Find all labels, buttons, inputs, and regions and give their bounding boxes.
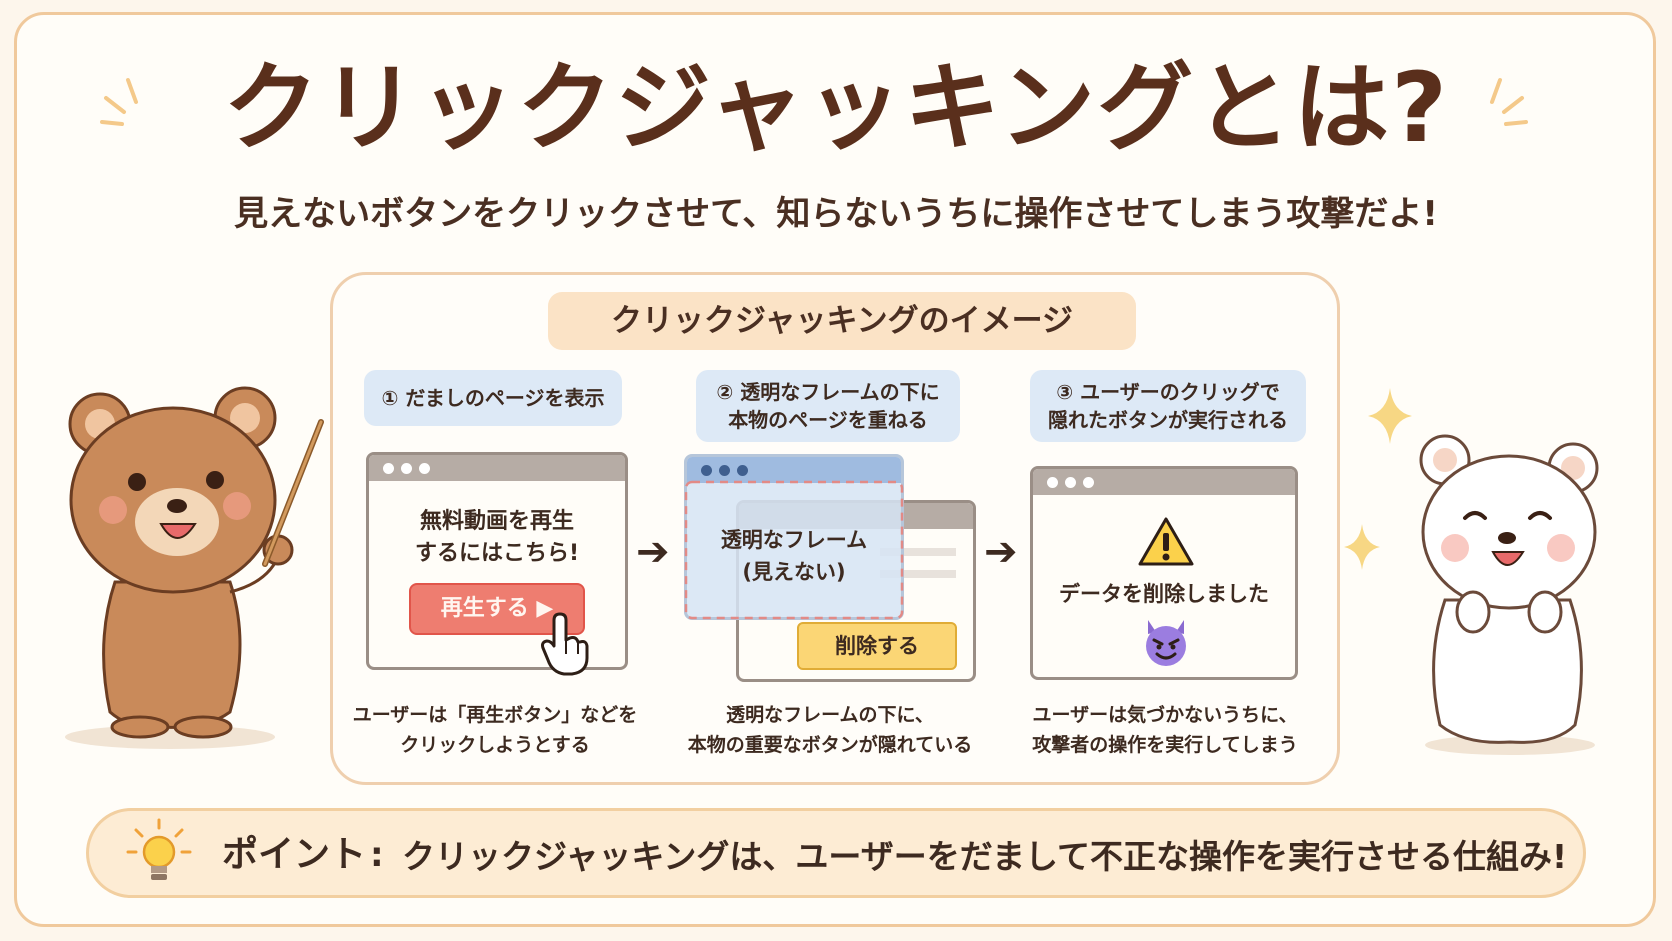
window-titlebar xyxy=(687,457,901,483)
step-1-label: ① だましのページを表示 xyxy=(364,370,622,426)
point-colon: : xyxy=(370,835,384,875)
hidden-content-lines xyxy=(880,548,956,578)
step-1-caption: ユーザーは「再生ボタン」などを クリックしようとする xyxy=(352,704,638,756)
hand-cursor-icon xyxy=(541,612,589,676)
transparent-frame-outline xyxy=(684,480,904,620)
step-2-label: ② 透明なフレームの下に 本物のページを重ねる xyxy=(696,370,960,442)
devil-icon xyxy=(1146,620,1186,666)
title-rays-right xyxy=(1490,78,1528,126)
delete-button[interactable]: 削除する xyxy=(797,622,957,670)
title-rays-left xyxy=(100,78,138,126)
window-titlebar xyxy=(369,455,625,481)
point-label: ポイント xyxy=(222,834,367,875)
arrow-step-1-to-2: ➔ xyxy=(636,529,670,575)
point-text: クリックジャッキングは、ユーザーをだまして不正な操作を実行させる仕組み! xyxy=(402,837,1568,876)
page-subtitle: 見えないボタンをクリックさせて、知らないうちに操作させてしまう攻撃だよ! xyxy=(234,194,1438,234)
white-bear-illustration xyxy=(1419,434,1599,755)
step-3-label: ③ ユーザーのクリッグで 隠れたボタンが実行される xyxy=(1030,370,1306,442)
lightbulb-icon xyxy=(126,818,192,880)
sparkle-icon xyxy=(1344,524,1380,570)
step-2-window-text: 透明なフレーム (見えない) xyxy=(720,528,868,584)
panel-title: クリックジャッキングのイメージ xyxy=(548,292,1136,350)
step-3-caption: ユーザーは気づかないうちに、 攻撃者の操作を実行してしまう xyxy=(1032,704,1298,756)
warning-icon xyxy=(1138,517,1194,566)
page-title: クリックジャッキングとは? xyxy=(222,52,1449,164)
step-3-window-text: データを削除しました xyxy=(1059,582,1269,606)
step-2-caption: 透明なフレームの下に、 本物の重要なボタンが隠れている xyxy=(687,704,973,756)
point-banner xyxy=(86,808,1586,898)
arrow-step-2-to-3: ➔ xyxy=(984,529,1018,575)
window-titlebar xyxy=(1033,469,1295,495)
step-1-window-text: 無料動画を再生 するにはこちら! xyxy=(414,509,580,566)
sparkle-icon xyxy=(1368,388,1412,444)
brown-bear-illustration xyxy=(65,386,324,749)
